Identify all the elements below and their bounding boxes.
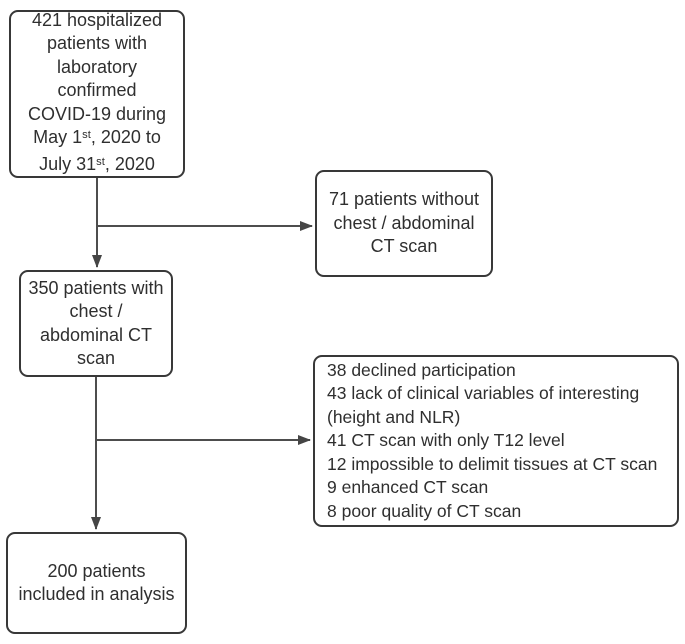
exclusion-line-1: 38 declined participation	[327, 359, 516, 380]
included-line-1: 200 patients	[47, 560, 146, 581]
enrolled-line-5: COVID-19 during	[27, 103, 167, 124]
exclusion-line-6: 9 enhanced CT scan	[327, 477, 489, 498]
enrolled-date-from: May 1st, 2020 to	[33, 126, 161, 153]
exclusion-line-2: 43 lack of clinical variables of interes…	[327, 383, 640, 404]
date-to-text: July 31	[39, 153, 97, 174]
box-enrolled-patients: 421 hospitalized patients with laborator…	[9, 10, 185, 178]
box-patients-with-ct-scan: 350 patients with chest / abdominal CT s…	[19, 270, 173, 377]
exclusion-line-5: 12 impossible to delimit tissues at CT s…	[327, 453, 658, 474]
box-included-in-analysis: 200 patients included in analysis	[6, 532, 187, 634]
exclusion-line-4: 41 CT scan with only T12 level	[327, 430, 565, 451]
enrolled-date-to: July 31st, 2020	[39, 153, 155, 180]
enrolled-line-1: 421 hospitalized	[31, 9, 163, 30]
box-exclusion-reasons: 38 declined participation 43 lack of cli…	[313, 355, 679, 527]
box-excluded-no-ct-scan: 71 patients without chest / abdominal CT…	[315, 170, 493, 277]
exclusion-line-3: (height and NLR)	[327, 406, 461, 427]
included-line-2: included in analysis	[18, 584, 175, 604]
no-ct-line-2: chest / abdominal	[333, 212, 475, 233]
date-from-ordinal: st	[82, 129, 91, 142]
date-from-rest: , 2020 to	[90, 127, 161, 148]
date-to-ordinal: st	[96, 155, 105, 168]
no-ct-line-1: 71 patients without	[328, 189, 480, 210]
with-ct-line-3: abdominal CT	[39, 324, 153, 345]
date-from-text: May 1	[33, 127, 83, 148]
exclusion-line-7: 8 poor quality of CT scan	[327, 500, 522, 521]
enrolled-line-3: laboratory	[56, 56, 138, 77]
with-ct-line-2: chest /	[69, 301, 123, 321]
no-ct-line-3: CT scan	[370, 236, 438, 257]
with-ct-line-1: 350 patients with	[28, 277, 164, 298]
enrolled-line-2: patients with	[46, 33, 148, 54]
date-to-rest: , 2020	[104, 153, 155, 174]
enrolled-line-4: confirmed	[57, 80, 137, 101]
with-ct-line-4: scan	[76, 348, 116, 368]
